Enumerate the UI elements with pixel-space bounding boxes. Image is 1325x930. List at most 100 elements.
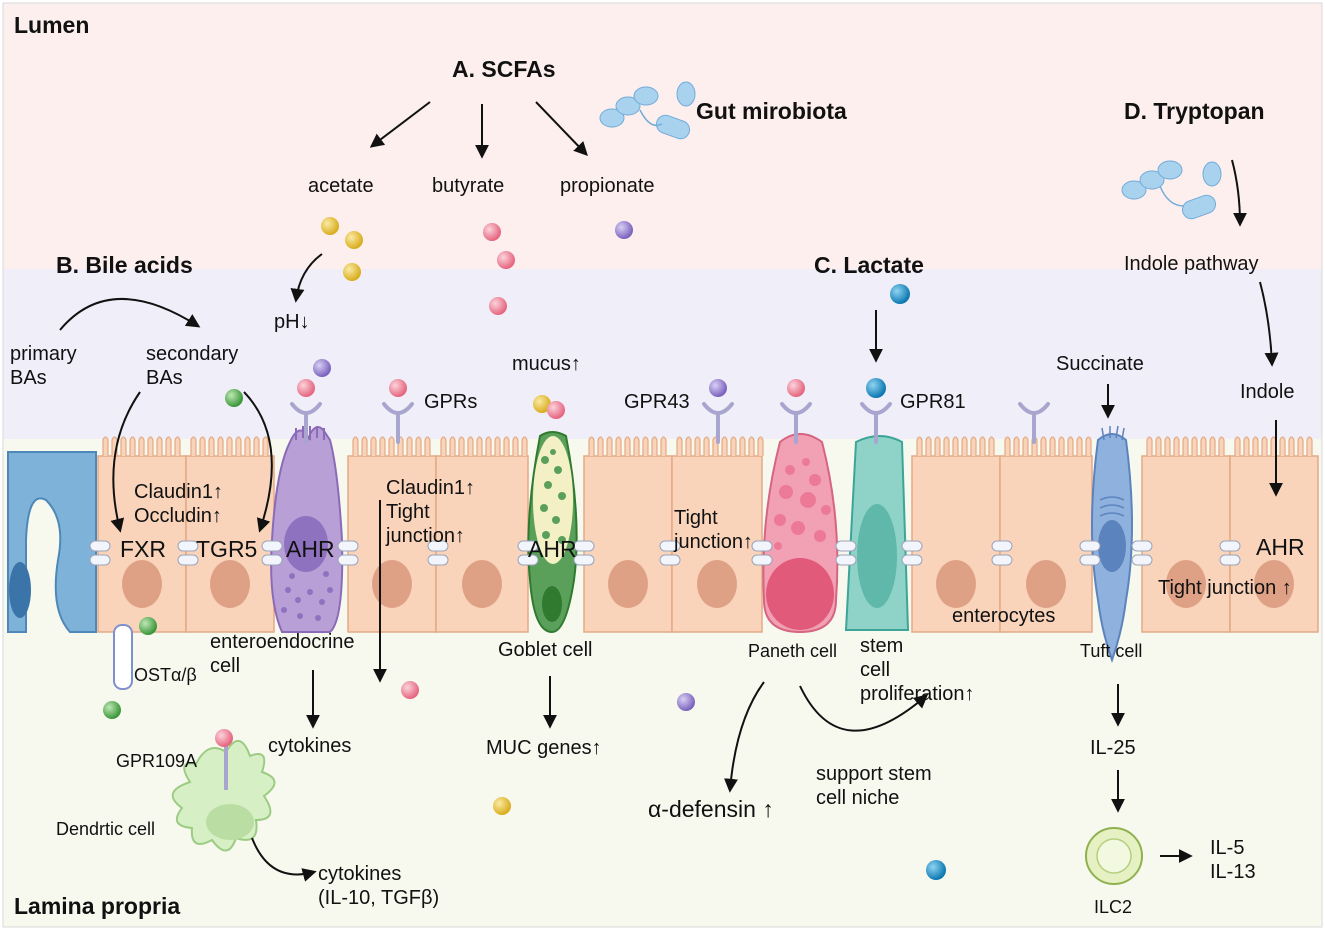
tight-junction: [1079, 540, 1101, 552]
mucus-label: mucus↑: [512, 353, 581, 375]
tight-junction: [751, 540, 773, 552]
microvillus: [379, 436, 386, 456]
microvillus: [597, 436, 604, 456]
propionate-label: propionate: [560, 175, 655, 197]
microvillus: [138, 436, 145, 456]
tight-junction: [1131, 554, 1153, 566]
indole-label: Indole: [1240, 381, 1295, 403]
gprs-label: GPRs: [424, 391, 478, 413]
gpr-receptor: [860, 402, 892, 444]
tight-junction: [337, 540, 359, 552]
stem-cell: [844, 435, 910, 631]
cytokines-label: cytokines: [268, 735, 352, 757]
microvillus: [934, 436, 941, 456]
metabolite-dots: [103, 217, 946, 880]
muc-genes-label: MUC genes↑: [486, 737, 602, 759]
tight-junction: [573, 540, 595, 552]
fxr-label: FXR: [120, 536, 166, 562]
tight-junction: [337, 554, 359, 566]
microvillus: [1058, 436, 1065, 456]
microvillus: [1146, 436, 1153, 456]
goblet-cell: [527, 431, 578, 634]
microvillus: [606, 436, 613, 456]
tight-junction-right-label: Tight junction ↑: [1158, 577, 1292, 599]
succinate-label: Succinate: [1056, 353, 1144, 375]
gpr81-label: GPR81: [900, 391, 966, 413]
microvillus: [174, 436, 181, 456]
lamina-propria-label: Lamina propria: [14, 893, 181, 919]
microvillus: [512, 436, 519, 456]
gut-microbiota-icon: [599, 81, 696, 140]
il25-label: IL-25: [1090, 737, 1136, 759]
microvillus: [1022, 436, 1029, 456]
microvillus: [440, 436, 447, 456]
gpr-receptor: [382, 402, 414, 444]
claudin-occludin-label: Claudin1↑ Occludin↑: [134, 481, 223, 527]
alpha-defensin-label: α-defensin ↑: [648, 796, 774, 822]
ahr-label-3: AHR: [1256, 534, 1305, 560]
nucleus: [1026, 560, 1066, 608]
microvillus: [370, 436, 377, 456]
enterocytes-label: enterocytes: [952, 605, 1056, 627]
blue-enterocyte: [7, 451, 97, 633]
bile-acids-heading: B. Bile acids: [56, 252, 193, 278]
epithelium: [7, 451, 97, 633]
tryptophan-heading: D. Tryptopan: [1124, 98, 1265, 124]
il5-il13-label: IL-5 IL-13: [1210, 837, 1256, 883]
claudin-tight-label: Claudin1↑ Tight junction↑: [386, 477, 475, 547]
microvillus: [352, 436, 359, 456]
microvillus: [588, 436, 595, 456]
microvillus: [120, 436, 127, 456]
microvillus: [925, 436, 932, 456]
butyrate-label: butyrate: [432, 175, 505, 197]
microvillus: [615, 436, 622, 456]
microvillus: [1297, 436, 1304, 456]
microvillus: [1306, 436, 1313, 456]
microvillus: [1155, 436, 1162, 456]
tight-junction: [177, 554, 199, 566]
microvillus: [1218, 436, 1225, 456]
microvillus: [415, 436, 422, 456]
tryptophan-microbe-icon: [1121, 160, 1222, 220]
microvillus: [1164, 436, 1171, 456]
tight-junction: [991, 554, 1013, 566]
microvillus: [1191, 436, 1198, 456]
microvillus: [244, 436, 251, 456]
microvillus: [1085, 436, 1092, 456]
microvillus: [1261, 436, 1268, 456]
microvillus: [979, 436, 986, 456]
microvillus: [503, 436, 510, 456]
ahr-label-1: AHR: [286, 536, 335, 562]
tgr5-label: TGR5: [196, 536, 258, 562]
tight-junction: [1219, 540, 1241, 552]
stem-niche-label: support stem cell niche: [816, 763, 932, 809]
microvillus: [494, 436, 501, 456]
microbiota-label: Gut mirobiota: [696, 98, 847, 124]
nucleus: [936, 560, 976, 608]
microvillus: [988, 436, 995, 456]
nucleus: [462, 560, 502, 608]
tight-junction: [89, 554, 111, 566]
microvillus: [730, 436, 737, 456]
ahr-label-2: AHR: [528, 536, 577, 562]
tight-junction: [573, 554, 595, 566]
microvillus: [226, 436, 233, 456]
microvillus: [970, 436, 977, 456]
microvillus: [1200, 436, 1207, 456]
microvillus: [651, 436, 658, 456]
microvillus: [916, 436, 923, 456]
microvillus: [748, 436, 755, 456]
gpr43-label: GPR43: [624, 391, 690, 413]
microvillus: [1182, 436, 1189, 456]
microvillus: [476, 436, 483, 456]
microvillus: [1067, 436, 1074, 456]
ph-label: pH↓: [274, 311, 310, 333]
gpr-receptor: [290, 402, 322, 444]
nucleus: [1254, 560, 1294, 608]
tuft-cell-label: Tuft cell: [1080, 641, 1143, 661]
tight-junction: [1219, 554, 1241, 566]
lactate-heading: C. Lactate: [814, 252, 924, 278]
tight-junction: [261, 554, 283, 566]
tight-junction: [835, 540, 857, 552]
